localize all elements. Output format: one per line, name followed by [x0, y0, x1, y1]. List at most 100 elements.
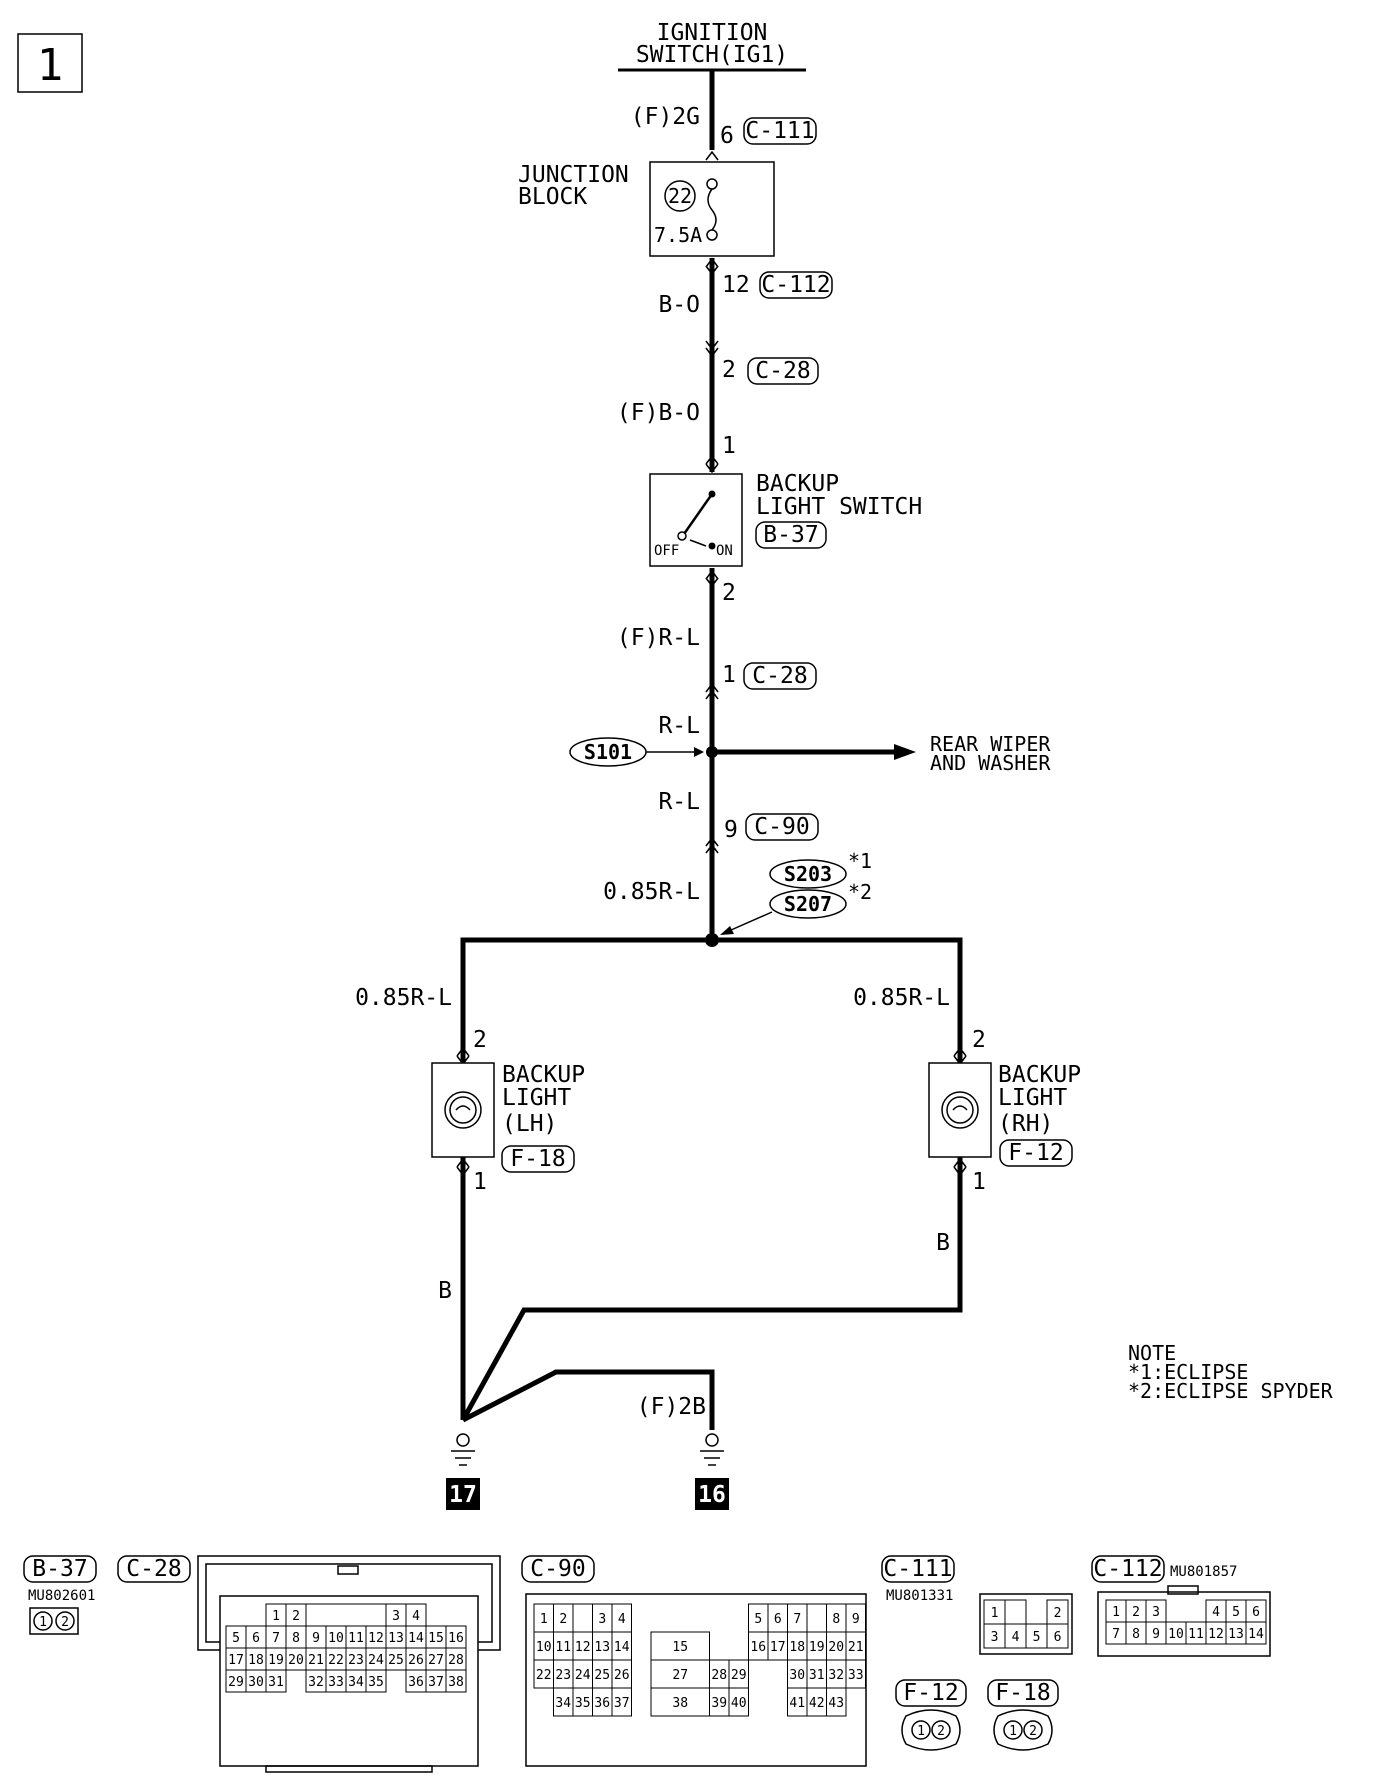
- legend-c112-tag: [1091, 1555, 1165, 1583]
- pin-6: 6: [720, 123, 734, 149]
- legend-f12-label: F-12: [903, 1680, 958, 1706]
- connector-pin-number: 24: [368, 1653, 384, 1668]
- pin-2b: 2: [722, 580, 736, 606]
- connector-pin-cell: [572, 1603, 593, 1633]
- ground-17: 17: [449, 1482, 477, 1508]
- connector-pin-number: 5: [754, 1612, 762, 1627]
- page-number-box: [17, 33, 83, 93]
- legend-f18-label: F-18: [995, 1680, 1050, 1706]
- connector-pin-cell: [365, 1669, 387, 1693]
- connector-pin-number: 8: [1132, 1627, 1140, 1642]
- connector-pin-cell: [650, 1687, 710, 1717]
- legend-c111-part: MU801331: [886, 1588, 953, 1604]
- connector-pin-number: 25: [594, 1668, 610, 1683]
- wire-label-085-right: 0.85R-L: [853, 985, 950, 1011]
- wire-label-rl-b: R-L: [658, 789, 700, 815]
- connector-pin-number: 25: [388, 1653, 404, 1668]
- conn-c90: C-90: [754, 814, 809, 840]
- conn-c112-tag: [759, 271, 833, 299]
- wire-label-f2g: (F)2G: [631, 104, 700, 130]
- connector-pin-number: 13: [1228, 1627, 1244, 1642]
- splice-s203-badge: [769, 859, 847, 889]
- connector-pin-number: 14: [1248, 1627, 1264, 1642]
- connector-pin-number: 29: [731, 1668, 747, 1683]
- legend-c111-tag: [881, 1555, 955, 1583]
- conn-f12: F-12: [1008, 1140, 1063, 1166]
- rear-wiper-arrow-icon: [894, 744, 916, 760]
- fuse-number-circle: [664, 180, 696, 212]
- connector-pin-cell: [1004, 1599, 1027, 1625]
- fuse-terminal-bottom: [706, 229, 718, 241]
- conn-c111-tag: [743, 117, 817, 145]
- wire-rh-ground: [460, 1157, 963, 1422]
- note-line-2: *2:ECLIPSE SPYDER: [1128, 1379, 1334, 1403]
- legend-c90-tag: [521, 1555, 595, 1583]
- connector-pin-cell: [305, 1603, 387, 1627]
- switch-on-label: ON: [716, 543, 733, 559]
- connector-pin-number: 9: [312, 1631, 320, 1646]
- switch-off-contact: [677, 531, 687, 541]
- connector-pin-number: 11: [555, 1640, 571, 1655]
- connector-pin-number: 34: [348, 1675, 364, 1690]
- connector-pin-number: 6: [1252, 1605, 1260, 1620]
- connector-pin-number: 40: [731, 1696, 747, 1711]
- connector-pin-number: 17: [770, 1640, 786, 1655]
- connector-pin-number: 42: [809, 1696, 825, 1711]
- fuse-rating: 7.5A: [654, 223, 702, 247]
- connector-pin-number: 12: [368, 1631, 384, 1646]
- legend-b37-connector: [29, 1607, 79, 1635]
- connector-pin-number: 20: [288, 1653, 304, 1668]
- connector-pin-number: 5: [232, 1631, 240, 1646]
- conn-c28b-tag: [743, 662, 817, 690]
- connector-pin-number: 1: [540, 1612, 548, 1627]
- connector-pin-number: 36: [408, 1675, 424, 1690]
- legend-c28-label: C-28: [126, 1556, 181, 1582]
- connector-pin-number: 33: [848, 1668, 864, 1683]
- connector-pin-number: 20: [828, 1640, 844, 1655]
- ground-16-terminal: [705, 1433, 719, 1447]
- legend-c112-part: MU801857: [1170, 1564, 1237, 1580]
- wire-label-frl: (F)R-L: [617, 625, 700, 651]
- wire-label-f2b: (F)2B: [637, 1394, 706, 1420]
- connector-pin-number: 13: [388, 1631, 404, 1646]
- rear-wiper-label-2: AND WASHER: [930, 751, 1051, 775]
- wire-label-rl-a: R-L: [658, 713, 700, 739]
- connector-pin-cell: [826, 1687, 847, 1717]
- connector-pin-number: 9: [852, 1612, 860, 1627]
- splice-s207-badge: [769, 889, 847, 919]
- legend-f18-connector: [993, 1709, 1053, 1751]
- switch-label-1: BACKUP: [756, 471, 839, 497]
- connector-pin-number: 13: [594, 1640, 610, 1655]
- note-title: NOTE: [1128, 1341, 1176, 1365]
- ground-17-terminal: [456, 1433, 470, 1447]
- connector-pin-number: 2: [559, 1612, 567, 1627]
- connector-pin-number: 22: [328, 1653, 344, 1668]
- conn-c112: C-112: [761, 272, 830, 298]
- connector-pin-cell: [806, 1603, 827, 1633]
- ground-16: 16: [698, 1482, 726, 1508]
- lh-label-1: BACKUP: [502, 1062, 585, 1088]
- wire-to-ground-16: [461, 1369, 715, 1430]
- ignition-title-1: IGNITION: [657, 20, 768, 46]
- connector-pin-number: 30: [789, 1668, 805, 1683]
- connector-pin-number: 10: [1168, 1627, 1184, 1642]
- connector-pin-number: 30: [248, 1675, 264, 1690]
- legend-c90-label: C-90: [530, 1556, 585, 1582]
- connector-pin-number: 6: [774, 1612, 782, 1627]
- pin-2a: 2: [722, 357, 736, 383]
- connector-pin-cell: [1245, 1621, 1267, 1645]
- backup-light-switch: [649, 473, 743, 567]
- wire-label-bo: B-O: [658, 292, 700, 318]
- pin-12: 12: [722, 272, 750, 298]
- connector-pin-number: 3: [991, 1630, 999, 1645]
- legend-f12-connector: [901, 1709, 961, 1751]
- wire-label-085-left: 0.85R-L: [355, 985, 452, 1011]
- conn-c111: C-111: [745, 118, 814, 144]
- connector-pin-number: 35: [575, 1696, 591, 1711]
- pin-9: 9: [724, 817, 738, 843]
- connector-pin-number: 8: [832, 1612, 840, 1627]
- connector-pin-number: 18: [789, 1640, 805, 1655]
- connector-pin-number: 33: [328, 1675, 344, 1690]
